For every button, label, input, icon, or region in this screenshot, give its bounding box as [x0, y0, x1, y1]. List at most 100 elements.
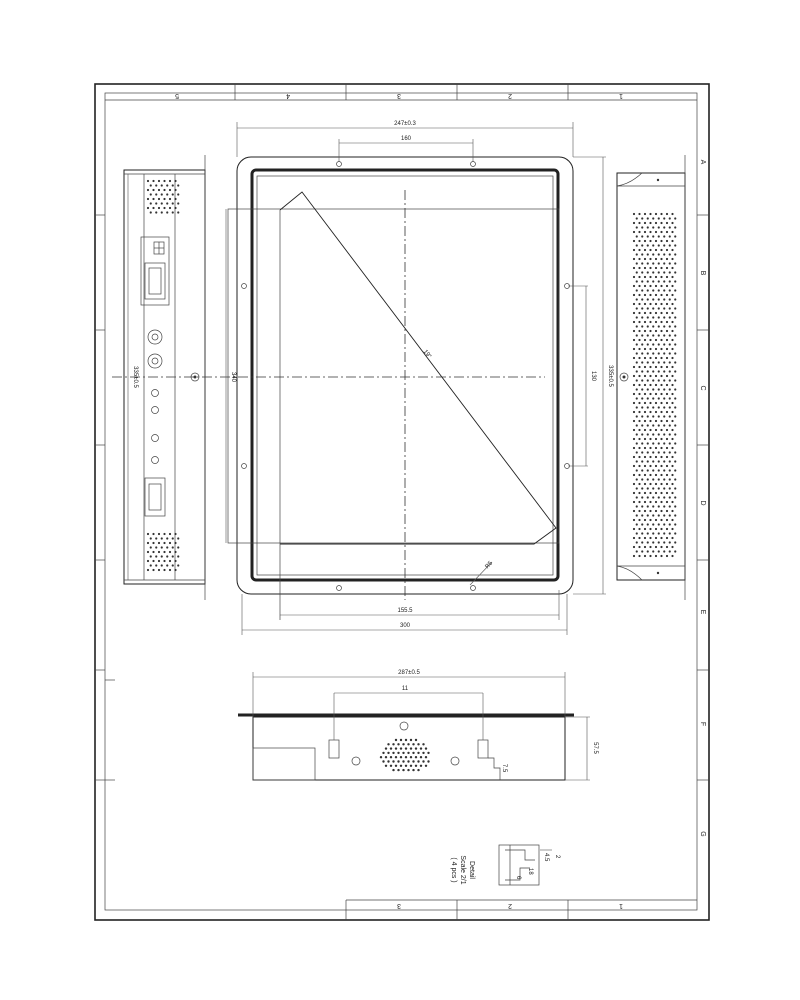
vent-hole	[646, 334, 649, 337]
vent-hole	[632, 347, 636, 351]
vent-hole	[654, 410, 658, 414]
vent-hole	[146, 188, 150, 192]
vent-hole	[635, 298, 638, 301]
vent-hole	[649, 554, 652, 558]
vent-hole	[668, 235, 671, 238]
vent-hole	[632, 239, 636, 243]
vent-hole	[638, 365, 641, 369]
vent-hole	[638, 239, 641, 243]
vent-hole	[665, 545, 669, 549]
vent-hole	[635, 523, 638, 526]
vent-hole	[641, 253, 644, 256]
vent-hole	[646, 226, 649, 229]
vent-hole	[649, 482, 652, 486]
vent-hole	[632, 392, 636, 396]
vent-hole	[660, 257, 663, 261]
vent-hole	[671, 482, 674, 486]
vent-hole	[671, 473, 674, 477]
vent-hole	[643, 221, 647, 225]
dim-overall-width: 247±0.3	[394, 121, 416, 127]
vent-hole	[157, 197, 161, 201]
vent-hole	[641, 316, 644, 319]
vent-hole	[635, 496, 638, 499]
vent-hole	[674, 253, 677, 256]
vent-hole	[146, 197, 150, 201]
vent-hole	[646, 541, 649, 544]
vent-hole	[674, 550, 677, 553]
vent-hole	[668, 406, 671, 409]
vent-hole	[160, 546, 163, 549]
vent-hole	[641, 487, 644, 490]
vent-hole	[168, 206, 172, 210]
vent-hole	[660, 473, 663, 477]
vent-hole	[160, 202, 163, 205]
vent-hole	[419, 764, 423, 767]
vent-hole	[409, 756, 413, 759]
vent-hole	[654, 221, 658, 225]
vent-hole	[649, 275, 652, 279]
vent-hole	[652, 433, 655, 436]
vent-hole	[641, 352, 644, 355]
vent-hole	[641, 505, 644, 508]
vent-hole	[638, 221, 641, 225]
vent-hole	[643, 293, 647, 297]
row-letter-a: A	[699, 160, 706, 165]
vent-hole	[177, 184, 180, 187]
vent-hole	[674, 307, 677, 310]
vent-hole	[643, 464, 647, 468]
vent-hole	[663, 433, 666, 436]
vent-hole	[665, 446, 669, 450]
vent-hole	[663, 451, 666, 454]
vent-hole	[641, 415, 644, 418]
vent-hole	[422, 760, 425, 763]
vent-hole	[646, 424, 649, 427]
vent-hole	[635, 424, 638, 427]
vent-hole	[638, 455, 641, 459]
vent-hole	[638, 419, 641, 423]
vent-hole	[657, 271, 660, 274]
vent-hole	[638, 329, 641, 333]
vent-hole	[632, 410, 636, 414]
vent-hole	[632, 266, 636, 270]
vent-hole	[649, 230, 652, 234]
vent-hole	[177, 193, 180, 196]
vent-hole	[643, 545, 647, 549]
vent-hole	[163, 179, 166, 183]
detail-callout: Detail Scale 2/1 ( 4 pcs ) 2 4.5 18 6	[450, 844, 560, 886]
vent-hole	[654, 455, 658, 459]
vent-hole	[163, 550, 166, 554]
vent-hole	[654, 392, 658, 396]
vent-hole	[668, 280, 671, 283]
vent-hole	[638, 356, 641, 360]
vent-hole	[657, 361, 660, 364]
vent-hole	[632, 545, 636, 549]
vent-hole	[389, 747, 393, 750]
vent-hole	[674, 478, 677, 481]
vent-hole	[632, 356, 636, 360]
vent-hole	[657, 505, 660, 508]
vent-hole	[665, 356, 669, 360]
vent-hole	[665, 509, 669, 513]
vent-hole	[379, 756, 383, 759]
top-zone-label-5: 1	[619, 92, 623, 99]
vent-hole	[663, 442, 666, 445]
vent-hole	[643, 536, 647, 540]
vent-hole	[649, 455, 652, 459]
vent-hole	[635, 253, 638, 256]
vent-hole	[641, 289, 644, 292]
vent-hole	[635, 262, 638, 265]
vent-hole	[671, 266, 674, 270]
vent-hole	[660, 239, 663, 243]
vent-hole	[654, 518, 658, 522]
vent-hole	[632, 473, 636, 477]
vent-hole	[146, 206, 150, 210]
vent-hole	[149, 555, 152, 558]
vent-hole	[149, 202, 152, 205]
vent-hole	[171, 546, 174, 549]
vent-hole	[643, 428, 647, 432]
vent-hole	[649, 257, 652, 261]
vent-hole	[643, 437, 647, 441]
vent-hole	[168, 179, 172, 183]
vent-hole	[671, 320, 674, 324]
vent-hole	[632, 437, 636, 441]
